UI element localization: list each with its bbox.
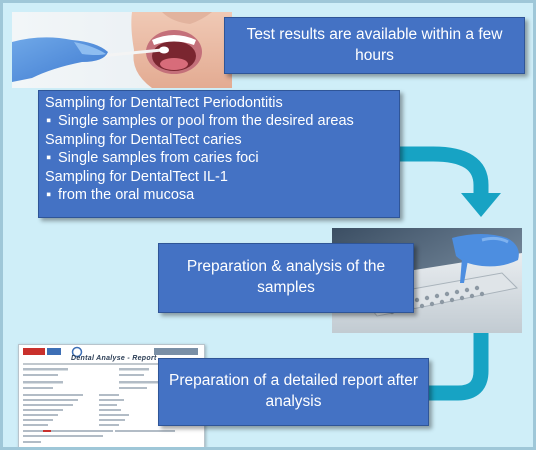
sampling-il1-detail: from the oral mucosa [45,186,393,204]
results-available-text: Test results are available within a few … [246,25,503,64]
sampling-il1-heading: Sampling for DentalTect IL-1 [45,168,228,185]
sampling-caries-detail: Single samples from caries foci [45,149,393,167]
arrow-sampling-to-lab [400,146,489,195]
sampling-box: Sampling for DentalTect Periodontitis Si… [38,90,400,218]
detailed-report-text: Preparation of a detailed report after a… [169,372,419,410]
sampling-periodontitis-detail: Single samples or pool from the desired … [45,112,393,130]
sampling-caries-heading: Sampling for DentalTect caries [45,131,242,148]
arrowhead-to-lab [461,193,501,217]
preparation-analysis-box: Preparation & analysis of the samples [158,243,414,313]
sampling-periodontitis-heading: Sampling for DentalTect Periodontitis [45,95,283,111]
results-available-box: Test results are available within a few … [224,17,525,74]
detailed-report-box: Preparation of a detailed report after a… [158,358,429,426]
preparation-analysis-text: Preparation & analysis of the samples [186,258,386,296]
arrow-lab-to-report [429,333,489,401]
report-title: Dental Analyse - Report [71,355,157,362]
swab-sampling-photo [12,12,232,88]
